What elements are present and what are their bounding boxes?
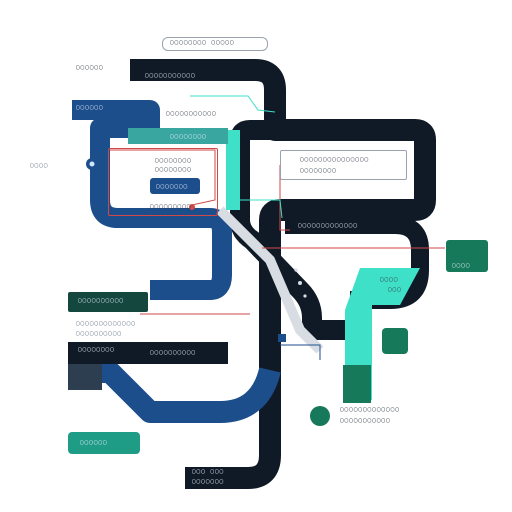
- teal-connector-b: [230, 199, 283, 219]
- right-lower-label-a: ▢▢▢▢▢▢▢▢▢▢▢▢▢: [340, 406, 400, 413]
- blue-track: [72, 100, 232, 300]
- blue-pill-label: ▢▢▢▢▢▢▢: [156, 183, 189, 190]
- red-dot-icon: [189, 204, 195, 210]
- dark-bar-top-label: ▢▢▢▢▢▢▢▢▢▢▢: [145, 72, 196, 79]
- top-label-box: [162, 37, 268, 51]
- green-block-small: [343, 365, 371, 403]
- teal-shape-label: ▢▢▢▢: [380, 276, 399, 283]
- glow-node-core: [89, 161, 95, 167]
- left-dark-bar-label-b: ▢▢▢▢▢▢▢▢▢▢: [150, 349, 197, 356]
- blue-tab-label: ▢▢▢▢▢▢: [76, 104, 104, 111]
- left-small-label: ▢▢▢▢: [30, 162, 49, 169]
- blue-pill: [150, 178, 200, 194]
- top-left-label: ▢▢▢▢▢▢: [76, 64, 104, 71]
- green-tab-right: [446, 240, 488, 272]
- red-box-label-c: ▢▢▢▢▢▢▢▢▢: [150, 203, 192, 210]
- left-mid-label-a: ▢▢▢▢▢▢▢▢▢▢▢▢▢: [76, 320, 136, 327]
- dot-2: [294, 268, 298, 272]
- teal-connector-a: [190, 95, 276, 113]
- teal-shape-label-b: ▢▢▢: [388, 286, 402, 293]
- mid-bar-label: ▢▢▢▢▢▢▢▢▢▢▢▢▢: [298, 222, 358, 229]
- bottom-label: ▢▢▢ ▢▢▢: [192, 468, 225, 475]
- top-box-label: ▢▢▢▢▢▢▢▢ ▢▢▢▢▢: [170, 39, 235, 46]
- red-box-label-b: ▢▢▢▢▢▢▢▢: [155, 166, 192, 173]
- dot-1: [298, 281, 302, 285]
- green-tab-left: [68, 292, 148, 312]
- right-lower-label-b: ▢▢▢▢▢▢▢▢▢▢▢: [340, 417, 391, 424]
- blue-square-icon: [278, 334, 286, 342]
- gray-diagonal: [216, 206, 324, 354]
- teal-strip: [226, 130, 240, 210]
- green-tab-left-label: ▢▢▢▢▢▢▢▢▢▢: [78, 297, 125, 304]
- left-dark-block: [68, 364, 102, 390]
- red-box-label-a: ▢▢▢▢▢▢▢▢: [155, 157, 192, 164]
- blue-connector: [280, 344, 321, 360]
- teal-tab-label: ▢▢▢▢▢▢▢▢: [170, 133, 207, 140]
- green-square: [382, 328, 408, 354]
- left-dark-bar-label: ▢▢▢▢▢▢▢▢: [78, 346, 115, 353]
- navy-track: [130, 59, 436, 489]
- green-circle: [310, 406, 330, 426]
- teal-pill-bottom: [68, 432, 140, 454]
- red-connector-d: [279, 165, 290, 231]
- red-connector-a: [110, 149, 216, 206]
- center-box-label: ▢▢▢▢▢▢▢▢▢▢▢: [166, 110, 217, 117]
- right-box-label-a: ▢▢▢▢▢▢▢▢▢▢▢▢▢▢▢: [300, 156, 370, 163]
- left-dark-bar: [68, 342, 228, 364]
- teal-tab: [128, 128, 228, 144]
- teal-pill-bottom-label: ▢▢▢▢▢▢: [80, 439, 108, 446]
- right-box-label-b: ▢▢▢▢▢▢▢▢: [300, 167, 337, 174]
- bottom-label-b: ▢▢▢▢▢▢▢: [192, 478, 225, 485]
- green-tab-right-label: ▢▢▢▢: [452, 262, 471, 269]
- dot-3: [303, 294, 307, 298]
- blue-swoosh: [70, 361, 281, 423]
- left-mid-label-b: ▢▢▢▢▢▢▢▢▢▢: [76, 330, 123, 337]
- center-outline-box: [108, 148, 218, 216]
- right-outline-box: [280, 150, 407, 180]
